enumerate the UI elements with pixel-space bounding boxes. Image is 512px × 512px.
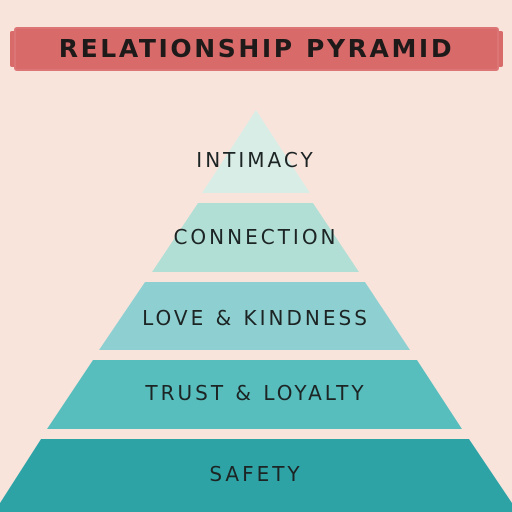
tier-safety-label: SAFETY — [209, 462, 302, 486]
page-title: RELATIONSHIP PYRAMID — [58, 34, 455, 63]
tier-love-kindness-label: LOVE & KINDNESS — [142, 306, 370, 330]
tier-love-kindness-shape — [99, 282, 410, 350]
tier-trust-loyalty-label: TRUST & LOYALTY — [144, 381, 366, 405]
tier-connection-shape — [152, 203, 359, 272]
tier-safety-shape — [0, 439, 512, 512]
title-banner: RELATIONSHIP PYRAMID — [10, 27, 503, 71]
tier-connection-label: CONNECTION — [173, 225, 338, 249]
tier-intimacy-label: INTIMACY — [196, 148, 315, 172]
tier-intimacy-shape — [202, 110, 310, 193]
tier-trust-loyalty-shape — [47, 360, 462, 429]
